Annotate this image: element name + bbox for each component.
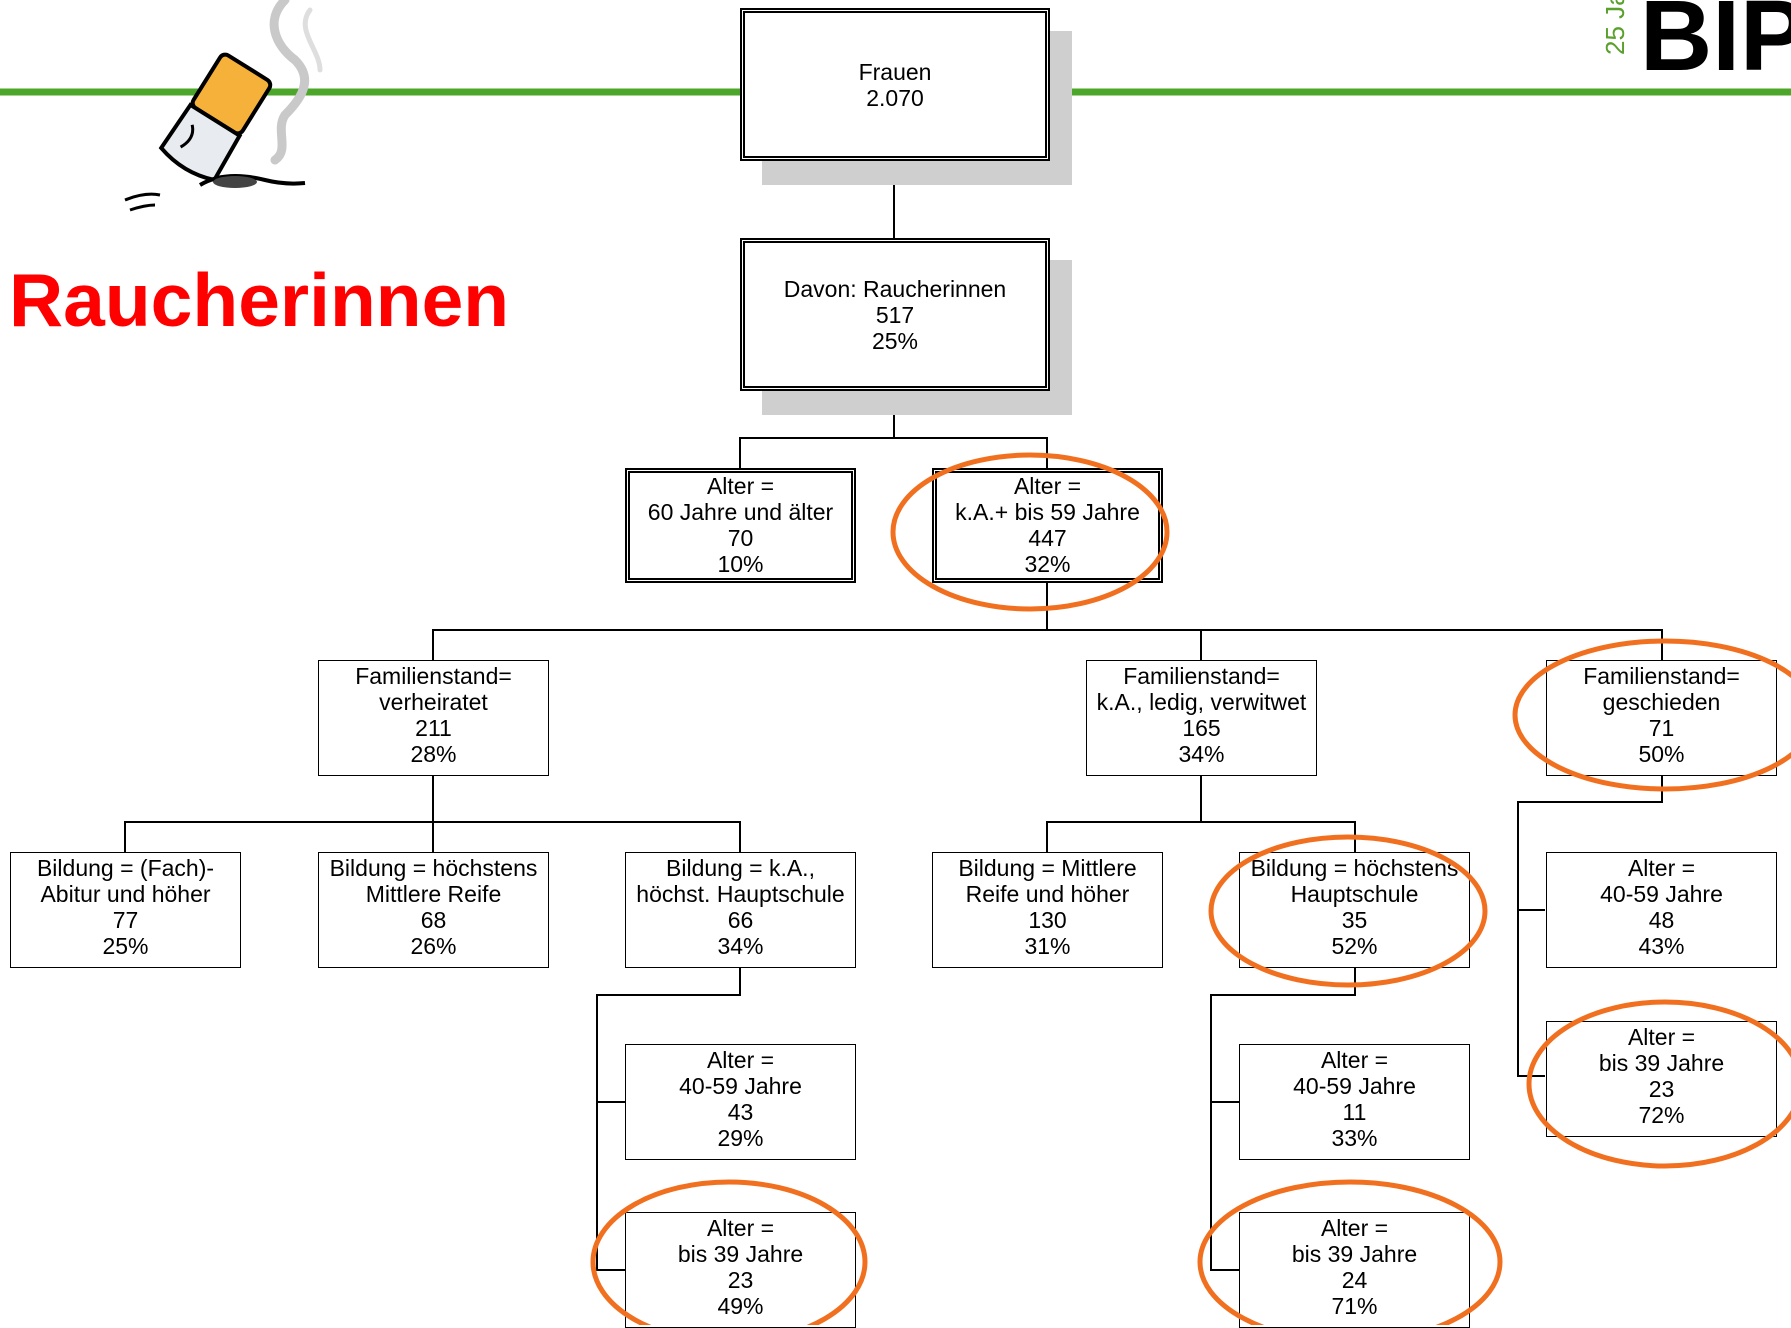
node-line: Alter = [706,473,775,499]
node-line: 71% [1331,1293,1378,1319]
node-line: Mittlere Reife [365,881,502,907]
node-line: bis 39 Jahre [1291,1241,1418,1267]
node-line: Familienstand= [1123,663,1280,689]
node-line: 72% [1638,1102,1685,1128]
node-line: Alter = [1627,1024,1696,1050]
node-line: Bildung = (Fach)- [36,855,215,881]
bips-logo: BIPS [1640,0,1791,92]
node-line: 52% [1331,933,1378,959]
node-line: 29% [717,1125,764,1151]
node-line: 130 [1028,907,1067,933]
node-line: 25% [102,933,149,959]
node-line: 25% [871,327,919,354]
node-line: 50% [1638,741,1685,767]
node-line: 23 [727,1267,754,1293]
node-line: Alter = [1320,1215,1389,1241]
node-line: 66 [727,907,754,933]
node-line: 11 [1342,1099,1367,1125]
node-line: 40-59 Jahre [1600,881,1723,907]
node-line: geschieden [1602,689,1721,715]
node-line: Reife und höher [965,881,1130,907]
node-line: 517 [875,301,915,328]
logo-subtext: 25 Ja [1600,0,1630,55]
node-line: 10% [717,551,764,577]
node-line: 211 [415,715,452,741]
node-line: Familienstand= [1583,663,1740,689]
node-line: Bildung = höchstens [329,855,538,881]
node-line: Bildung = höchstens [1250,855,1459,881]
node-line: 49% [717,1293,764,1319]
node-line: Bildung = Mittlere [958,855,1137,881]
node-line: Alter = [1320,1047,1389,1073]
node-line: 33% [1331,1125,1378,1151]
node-line: 35 [1341,907,1368,933]
node-line: Alter = [1627,855,1696,881]
node-line: 447 [1028,525,1067,551]
node-line: Familienstand= [355,663,512,689]
node-line: 34% [1178,741,1225,767]
node-line: 26% [410,933,457,959]
node-line: 32% [1024,551,1071,577]
node-line: 48 [1648,907,1675,933]
cigarette-butt-icon [124,0,323,212]
node-line: 43% [1638,933,1685,959]
node-line: Alter = [1013,473,1082,499]
node-line: bis 39 Jahre [1598,1050,1725,1076]
node-line: Alter = [706,1215,775,1241]
node-line: 60 Jahre und älter [647,499,834,525]
node-line: 70 [727,525,754,551]
node-line: bis 39 Jahre [677,1241,804,1267]
node-line: 2.070 [866,84,924,111]
node-line: k.A., ledig, verwitwet [1096,689,1307,715]
node-line: 40-59 Jahre [679,1073,802,1099]
slide-title: Raucherinnen [9,258,510,342]
node-line: Abitur und höher [40,881,211,907]
node-line: 28% [410,741,457,767]
node-line: Hauptschule [1290,881,1419,907]
node-line: höchst. Hauptschule [636,881,845,907]
node-line: 71 [1648,715,1675,741]
node-line: k.A.+ bis 59 Jahre [955,499,1140,525]
node-line: Alter = [706,1047,775,1073]
node-line: verheiratet [379,689,488,715]
node-line: 43 [727,1099,754,1125]
node-line: Frauen [858,58,932,85]
node-line: 23 [1648,1076,1675,1102]
node-line: 40-59 Jahre [1293,1073,1416,1099]
node-line: 34% [717,933,764,959]
node-line: 68 [420,907,447,933]
node-line: 31% [1024,933,1071,959]
node-line: 77 [112,907,139,933]
node-line: 24 [1341,1267,1368,1293]
node-line: Bildung = k.A., [666,855,815,881]
node-line: 165 [1182,715,1221,741]
node-line: Davon: Raucherinnen [783,275,1007,302]
